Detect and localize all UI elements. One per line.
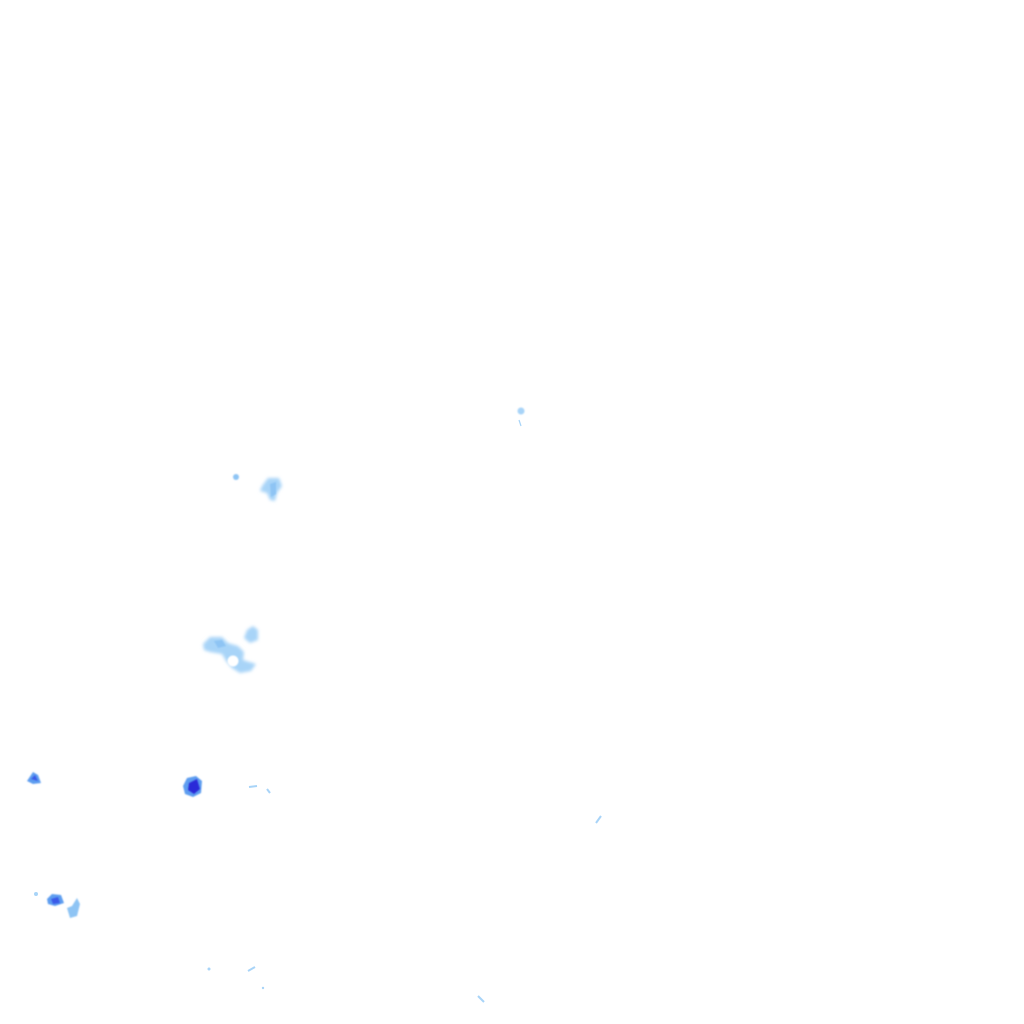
rain-gap [227,655,239,667]
rain-echo [244,626,258,643]
rain-cell-west-upper [233,474,282,501]
rain-echo [595,815,602,824]
rain-cell-west-middle [203,626,258,673]
rain-echo [207,967,211,971]
rain-echo [34,892,38,896]
rain-echo [518,419,522,427]
rain-echo-heavy [31,775,38,781]
rain-echo [203,637,256,673]
rain-specks [207,815,602,1003]
rain-echo [517,407,525,415]
rain-echo [67,898,80,918]
rain-echo [270,482,276,497]
rain-cell-center [517,407,525,427]
rain-echo [266,788,271,794]
rain-echo [214,640,226,648]
rain-cell-southwest-lower [34,892,80,918]
rain-echo [248,785,258,788]
rain-echo-heavy [51,897,60,904]
rain-echo [233,474,239,480]
rain-cell-southwest-strong [27,772,271,797]
rain-echo-very-heavy [188,779,200,794]
rain-echo [477,995,485,1003]
rain-echo [261,986,265,990]
rain-echo [247,966,256,972]
